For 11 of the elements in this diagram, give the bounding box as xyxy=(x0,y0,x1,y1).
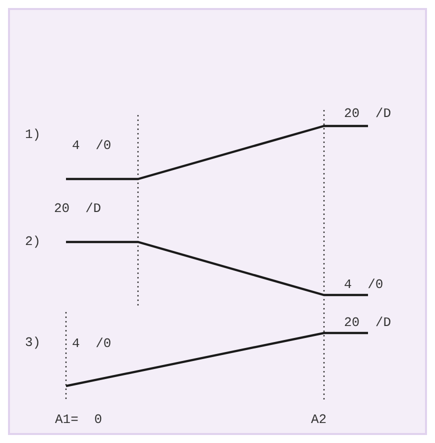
series-number: 3) xyxy=(25,335,41,350)
value-label: 20 /D xyxy=(344,315,392,330)
axis-label: A2 xyxy=(311,412,327,427)
series-number: 2) xyxy=(25,234,41,249)
axis-label: A1= 0 xyxy=(55,412,102,427)
value-label: 20 /D xyxy=(54,201,102,216)
value-label: 20 /D xyxy=(344,106,392,121)
value-label: 4 /0 xyxy=(72,336,112,351)
series-number: 1) xyxy=(25,127,41,142)
value-label: 4 /0 xyxy=(72,138,112,153)
value-label: 4 /0 xyxy=(344,277,384,292)
